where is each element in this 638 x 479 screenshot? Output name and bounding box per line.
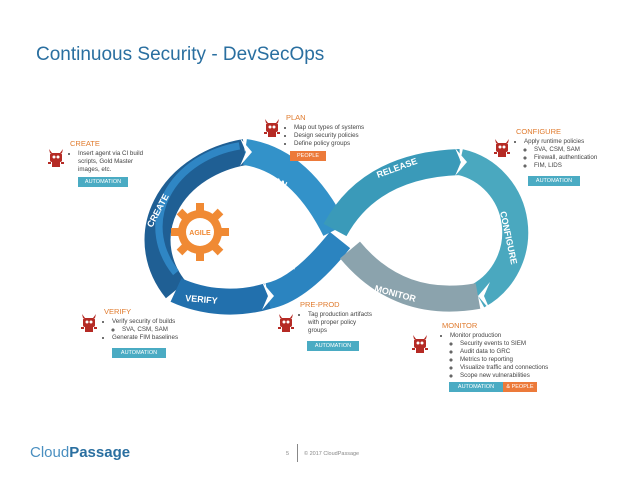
logo-part-b: Passage [69,444,131,461]
robot-icon [412,335,428,353]
gear-icon [171,203,229,261]
monitor-tag-people: & PEOPLE [503,382,537,392]
footer-divider [297,444,298,462]
verify-annotation: VERIFY Verify security of builds SVA, CS… [104,308,214,342]
cloudpassage-logo: CloudPassage [30,444,130,461]
robot-icon [278,314,294,332]
monitor-title: MONITOR [442,321,478,330]
configure-title: CONFIGURE [516,127,561,136]
configure-annotation: CONFIGURE Apply runtime policies SVA, CS… [516,128,616,170]
monitor-sub-bullet: Metrics to reporting [460,356,562,364]
plan-bullet: Map out types of systems [294,124,386,132]
configure-sub-bullet: SVA, CSM, SAM [534,146,616,154]
monitor-sub-bullet: Security events to SIEM [460,340,562,348]
monitor-sub-bullet: Visualize traffic and connections [460,364,562,372]
configure-sub-bullet: FIM, LIDS [534,162,616,170]
create-bullet: Insert agent via CI build scripts, Gold … [78,150,150,174]
page-title: Continuous Security - DevSecOps [36,44,325,65]
plan-bullet: Define policy groups [294,140,386,148]
preprod-annotation: PRE-PROD Tag production artifacts with p… [300,301,376,335]
verify-bullet: Generate FIM baselines [112,334,214,342]
verify-sub-bullet: SVA, CSM, SAM [122,326,214,334]
logo-part-a: Cloud [30,444,70,461]
loop-configure [456,149,529,308]
robot-icon [264,119,280,137]
create-title: CREATE [70,139,100,148]
create-annotation: CREATE Insert agent via CI build scripts… [70,140,150,174]
preprod-title: PRE-PROD [300,300,340,309]
center-label: AGILE [189,230,211,237]
monitor-bullet: Monitor production [450,332,562,340]
arrow-plan [240,138,252,166]
monitor-tag: AUTOMATION [449,382,503,392]
loop-plan [242,139,347,236]
verify-bullet: Verify security of builds [112,318,214,326]
robot-icon [81,314,97,332]
arrow-verify [262,282,274,310]
robot-icon [48,149,64,167]
configure-sub-bullet: Firewall, authentication [534,154,616,162]
preprod-bullet: Tag production artifacts with proper pol… [308,311,376,335]
monitor-sub-bullet: Audit data to GRC [460,348,562,356]
loop-monitor [340,241,481,312]
configure-tag: AUTOMATION [528,176,580,186]
loop-preprod [264,231,351,309]
robot-icon [494,139,510,157]
arrow-monitor [478,282,490,310]
plan-tag: PEOPLE [290,151,326,161]
arrow-release [455,148,467,176]
loop-release [323,149,461,237]
copyright: © 2017 CloudPassage [304,451,360,457]
page-number: 5 [286,451,290,457]
plan-bullet: Design security policies [294,132,386,140]
loop-left-verify [170,278,272,315]
monitor-sub-bullet: Scope new vulnerabilities [460,372,562,380]
create-tag: AUTOMATION [78,177,128,187]
verify-tag: AUTOMATION [112,348,166,358]
plan-annotation: PLAN Map out types of systems Design sec… [286,114,386,148]
plan-title: PLAN [286,113,306,122]
preprod-tag: AUTOMATION [307,341,359,351]
loop-label-verify: VERIFY [185,293,218,306]
loop-left-inner [155,142,241,276]
configure-bullet: Apply runtime policies [524,138,616,146]
verify-title: VERIFY [104,307,132,316]
monitor-annotation: MONITOR Monitor production Security even… [442,322,562,380]
